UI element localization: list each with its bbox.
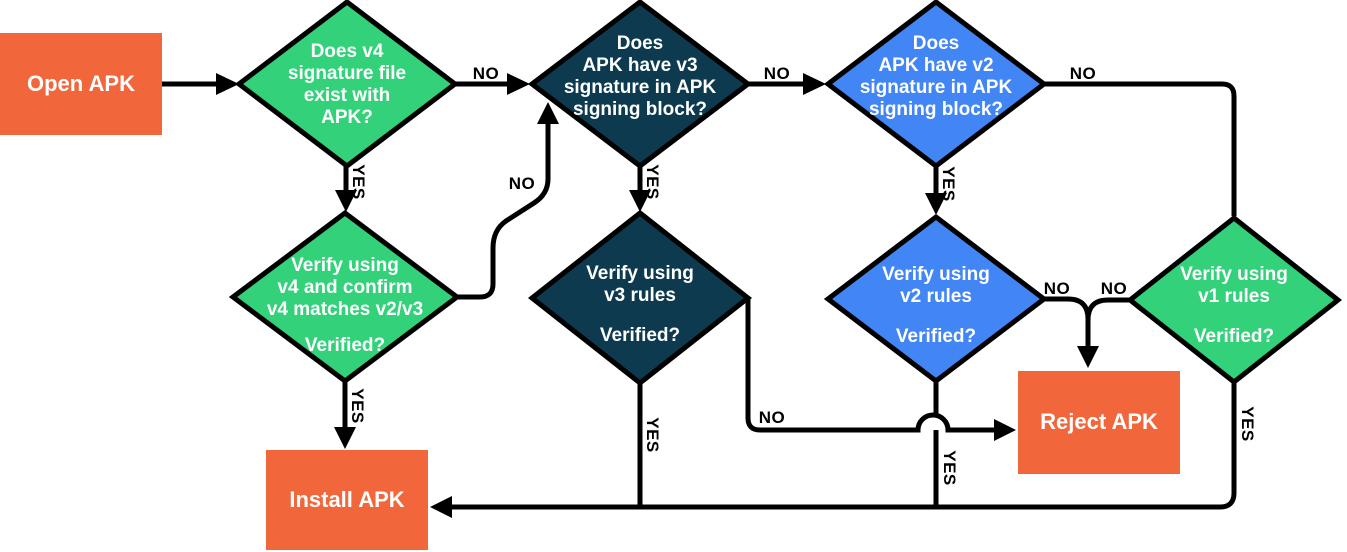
v1verify-verified: Verified?	[1194, 326, 1274, 347]
edge-v1verify-yes-to-install	[452, 382, 1237, 510]
reject-apk-label: Reject APK	[1040, 409, 1158, 434]
v3question-line3: signature in APK	[564, 77, 717, 98]
edge-label-no-v3verify: NO	[759, 408, 786, 427]
v4verify-line3: v4 matches v2/v3	[267, 299, 423, 320]
arrowhead-v4verify-no-up	[537, 102, 559, 124]
v4verify-line1: Verify using	[291, 255, 399, 276]
arrowhead-v3question-yes	[629, 190, 651, 212]
arrowhead-v4question-yes	[335, 190, 357, 212]
v2verify-line2: v2 rules	[900, 286, 972, 307]
v1verify-line2: v1 rules	[1198, 286, 1270, 307]
v3verify-line2: v3 rules	[604, 285, 676, 306]
v4question-line3: exist with	[304, 85, 391, 106]
edge-label-yes-v4verify: YES	[348, 388, 367, 424]
edge-v3verify-no	[745, 298, 997, 433]
arrowhead-into-install-right	[430, 496, 452, 518]
edge-label-no-v2question: NO	[1070, 64, 1097, 83]
v2verify-line1: Verify using	[882, 264, 990, 285]
edge-label-yes-v1verify: YES	[1238, 406, 1257, 442]
v2verify-verified: Verified?	[896, 326, 976, 347]
arrowhead-into-install	[334, 427, 356, 449]
v3question-line2: APK have v3	[582, 55, 697, 76]
v3question-line4: signing block?	[573, 99, 707, 120]
edge-label-no-v4verify: NO	[509, 174, 536, 193]
edge-v4verify-no	[457, 122, 551, 300]
arrowhead-into-v2question	[803, 73, 826, 95]
edge-label-yes-v3verify: YES	[643, 417, 662, 453]
edge-label-no-v1verify: NO	[1101, 279, 1128, 298]
install-apk-label: Install APK	[289, 487, 404, 512]
v2question-line3: signature in APK	[860, 77, 1013, 98]
v4verify-verified: Verified?	[305, 335, 385, 356]
v4question-line1: Does v4	[311, 41, 384, 62]
terminal-node-install-apk	[266, 450, 428, 550]
edge-label-yes-v3question: YES	[643, 164, 662, 200]
edge-v2verify-no	[1044, 296, 1091, 350]
start-node-open-apk	[0, 33, 162, 135]
arrowhead-into-v3question	[507, 73, 530, 95]
v4question-line2: signature file	[288, 63, 406, 84]
edge-v1verify-no	[1085, 297, 1130, 321]
v3verify-verified: Verified?	[600, 325, 680, 346]
open-apk-label: Open APK	[27, 71, 135, 96]
edge-label-yes-v2verify: YES	[940, 450, 959, 486]
decision-v4-signature-exists	[234, 0, 460, 170]
edge-label-yes-v2question: YES	[939, 166, 958, 202]
v3verify-line1: Verify using	[586, 263, 694, 284]
edge-label-no-v2verify: NO	[1044, 279, 1071, 298]
v4question-line4: APK?	[321, 107, 373, 128]
v2question-line4: signing block?	[869, 99, 1003, 120]
arrowhead-into-v4question	[216, 73, 239, 95]
v2question-line1: Does	[913, 33, 959, 54]
v3question-line1: Does	[617, 33, 663, 54]
edge-v2question-no	[1044, 81, 1237, 216]
arrowhead-v2question-yes	[925, 193, 947, 215]
edge-label-yes-v4question: YES	[349, 164, 368, 200]
arrowhead-into-reject-left	[994, 419, 1016, 441]
arrowhead-into-reject-top	[1077, 346, 1099, 368]
edge-label-no-v3question: NO	[764, 64, 791, 83]
edge-label-no-v4question: NO	[473, 64, 500, 83]
v1verify-line1: Verify using	[1180, 264, 1288, 285]
v2question-line2: APK have v2	[878, 55, 993, 76]
v4verify-line2: v4 and confirm	[277, 277, 412, 298]
terminal-node-reject-apk	[1018, 371, 1180, 474]
